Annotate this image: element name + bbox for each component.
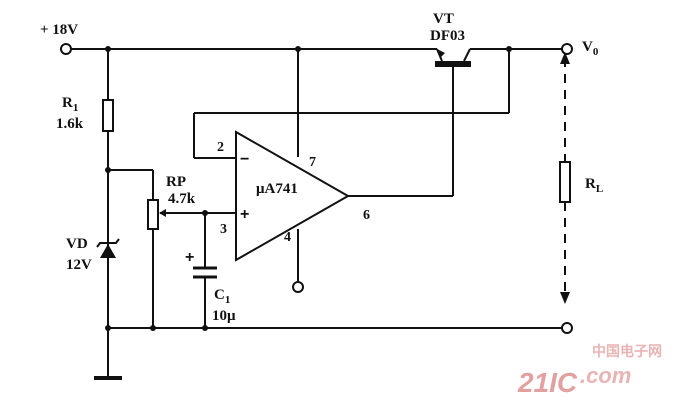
- opamp-pin-2: 2: [217, 140, 224, 155]
- zener-diode: [96, 226, 120, 266]
- c1-name: C1: [214, 287, 230, 306]
- rl-label: RL: [585, 176, 603, 195]
- ground-symbol: [94, 376, 122, 380]
- opamp-minus-sign: −: [240, 151, 249, 168]
- c1-value: 10μ: [212, 308, 236, 324]
- load-arrow-top: [560, 52, 570, 64]
- watermark-domain: .com: [580, 363, 631, 388]
- rp-value: 4.7k: [168, 191, 196, 207]
- supply-terminal: [60, 43, 72, 55]
- watermark-brand: 21IC: [517, 367, 578, 398]
- rp-potentiometer: [147, 199, 159, 230]
- opamp-label: μA741: [256, 181, 298, 197]
- opamp-plus-sign: +: [240, 206, 249, 223]
- transistor-model: DF03: [430, 28, 465, 44]
- transistor-vt: [435, 48, 471, 67]
- opamp-pin-6: 6: [363, 208, 370, 223]
- vd-value: 12V: [66, 257, 92, 273]
- capacitor-c1: [193, 266, 217, 279]
- return-terminal: [561, 322, 573, 334]
- opamp-pin-4: 4: [284, 230, 291, 245]
- transistor-name: VT: [433, 11, 454, 27]
- supply-label: + 18V: [40, 22, 78, 38]
- wires: [66, 48, 566, 378]
- vd-name: VD: [66, 236, 88, 252]
- junction-dots: [105, 46, 512, 331]
- cap-polarity-mark: +: [185, 249, 194, 266]
- opamp-pin-7: 7: [309, 155, 316, 170]
- vo-label: V0: [582, 39, 599, 58]
- output-terminal: [561, 43, 573, 55]
- r1-resistor: [102, 99, 114, 132]
- opamp-pin-3: 3: [220, 222, 227, 237]
- watermark: 21IC 中国电子网 .com: [517, 343, 662, 398]
- opamp-triangle: [235, 130, 351, 262]
- rp-name: RP: [166, 174, 186, 190]
- watermark-site: 中国电子网: [592, 343, 662, 359]
- rl-load-resistor: [559, 161, 571, 203]
- r1-name: R1: [62, 95, 78, 114]
- r1-value: 1.6k: [56, 116, 84, 132]
- rp-wiper-arrow: [159, 209, 166, 217]
- load-arrow-bottom: [560, 292, 570, 304]
- pin4-terminal: [292, 281, 304, 293]
